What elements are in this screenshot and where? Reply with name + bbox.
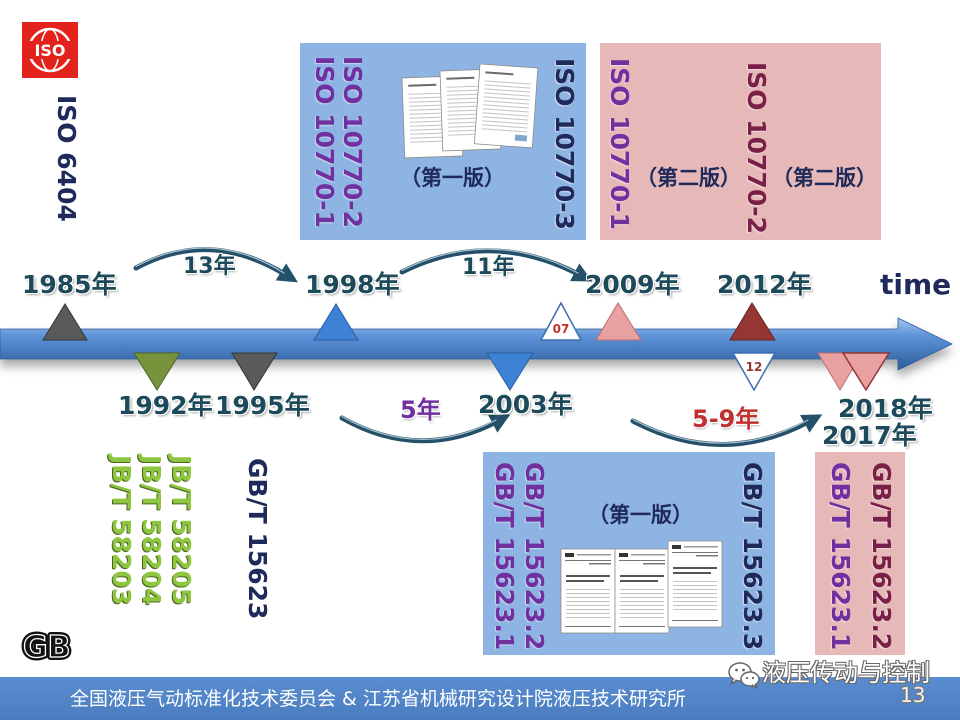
document-page	[560, 548, 616, 634]
interval-5-9-years: 5-9年	[692, 405, 760, 433]
interval-13-years: 13年	[183, 254, 236, 279]
jb-58205-label: JB/T 58205	[167, 455, 196, 606]
document-page	[614, 548, 670, 634]
marker-1995	[231, 352, 278, 391]
interval-arrow-5-years	[339, 414, 511, 444]
document-page	[473, 63, 539, 149]
gb-second-edition-panel	[815, 452, 905, 655]
interval-arrow-13-years	[133, 247, 298, 283]
gb-15623-2-first-label: GB/T 15623.2	[520, 462, 549, 651]
iso-10770-3-label: ISO 10770-3	[550, 58, 579, 231]
gb-first-edition-text: （第一版）	[588, 502, 693, 527]
gb-15623-1-second-label: GB/T 15623.1	[826, 462, 855, 651]
footer-bar	[0, 677, 960, 720]
gb-document-images	[560, 540, 723, 634]
marker-1992	[133, 352, 181, 391]
wechat-icon	[728, 662, 760, 689]
year-2012: 2012年	[717, 270, 812, 299]
year-1995: 1995年	[215, 391, 310, 420]
iso-10770-1-second-edition-text: （第二版）	[636, 165, 741, 190]
iso-10770-1-first-label: ISO 10770-1	[310, 56, 339, 229]
iso-6404-label: ISO 6404	[52, 95, 81, 222]
iso-document-images	[401, 63, 539, 159]
gb-logo: GB GB	[20, 627, 74, 663]
interval-arrow-11-years	[399, 248, 593, 282]
year-1998: 1998年	[305, 270, 400, 299]
footer-organizations: 全国液压气动标准化技术委员会 & 江苏省机械研究设计院液压技术研究所	[70, 688, 686, 710]
marker-2018	[841, 352, 891, 392]
iso-10770-2-second-label: ISO 10770-2	[742, 62, 771, 235]
marker-2012	[729, 302, 776, 341]
time-axis-label: time	[880, 268, 952, 301]
jb-58204-label: JB/T 58204	[137, 455, 166, 606]
jb-58203-label: JB/T 58203	[107, 455, 136, 606]
marker-1998	[313, 303, 359, 341]
gb-15623-2-second-label: GB/T 15623.2	[867, 462, 896, 651]
marker-label-07: 07	[553, 322, 570, 336]
year-2017: 2017年	[822, 421, 917, 450]
marker-1985	[42, 303, 88, 341]
year-1985: 1985年	[22, 270, 117, 299]
interval-arrow-5-9-years	[630, 414, 823, 447]
gb-logo-lettering: GB	[23, 630, 71, 663]
year-2018: 2018年	[838, 394, 933, 423]
iso-logo-lettering: ISO	[34, 41, 65, 60]
interval-5-years: 5年	[400, 396, 441, 424]
interval-11-years: 11年	[462, 255, 515, 280]
gb-logo-inline: GB	[23, 630, 71, 663]
year-2009: 2009年	[585, 270, 680, 299]
marker-2012-below	[731, 352, 777, 392]
iso-10770-1-second-label: ISO 10770-1	[605, 58, 634, 231]
iso-second-edition-panel	[600, 43, 881, 240]
page-number: 13	[900, 683, 926, 707]
gb-15623-1-first-label: GB/T 15623.1	[490, 462, 519, 651]
marker-label-12: 12	[746, 360, 763, 374]
marker-2007	[539, 301, 583, 341]
gb-15623-label: GB/T 15623	[243, 458, 272, 620]
year-1992: 1992年	[118, 391, 213, 420]
iso-logo: ISO	[22, 22, 78, 78]
gb-15623-3-label: GB/T 15623.3	[738, 462, 767, 651]
marker-2003	[486, 352, 534, 391]
iso-10770-2-second-edition-text: （第二版）	[772, 165, 877, 190]
document-page	[667, 540, 723, 628]
year-2003: 2003年	[478, 390, 573, 419]
iso-10770-2-first-label: ISO 10770-2	[338, 56, 367, 229]
marker-2009	[595, 302, 642, 341]
watermark-text: 液压传动与控制	[762, 659, 930, 687]
iso-first-edition-text: （第一版）	[400, 165, 505, 190]
